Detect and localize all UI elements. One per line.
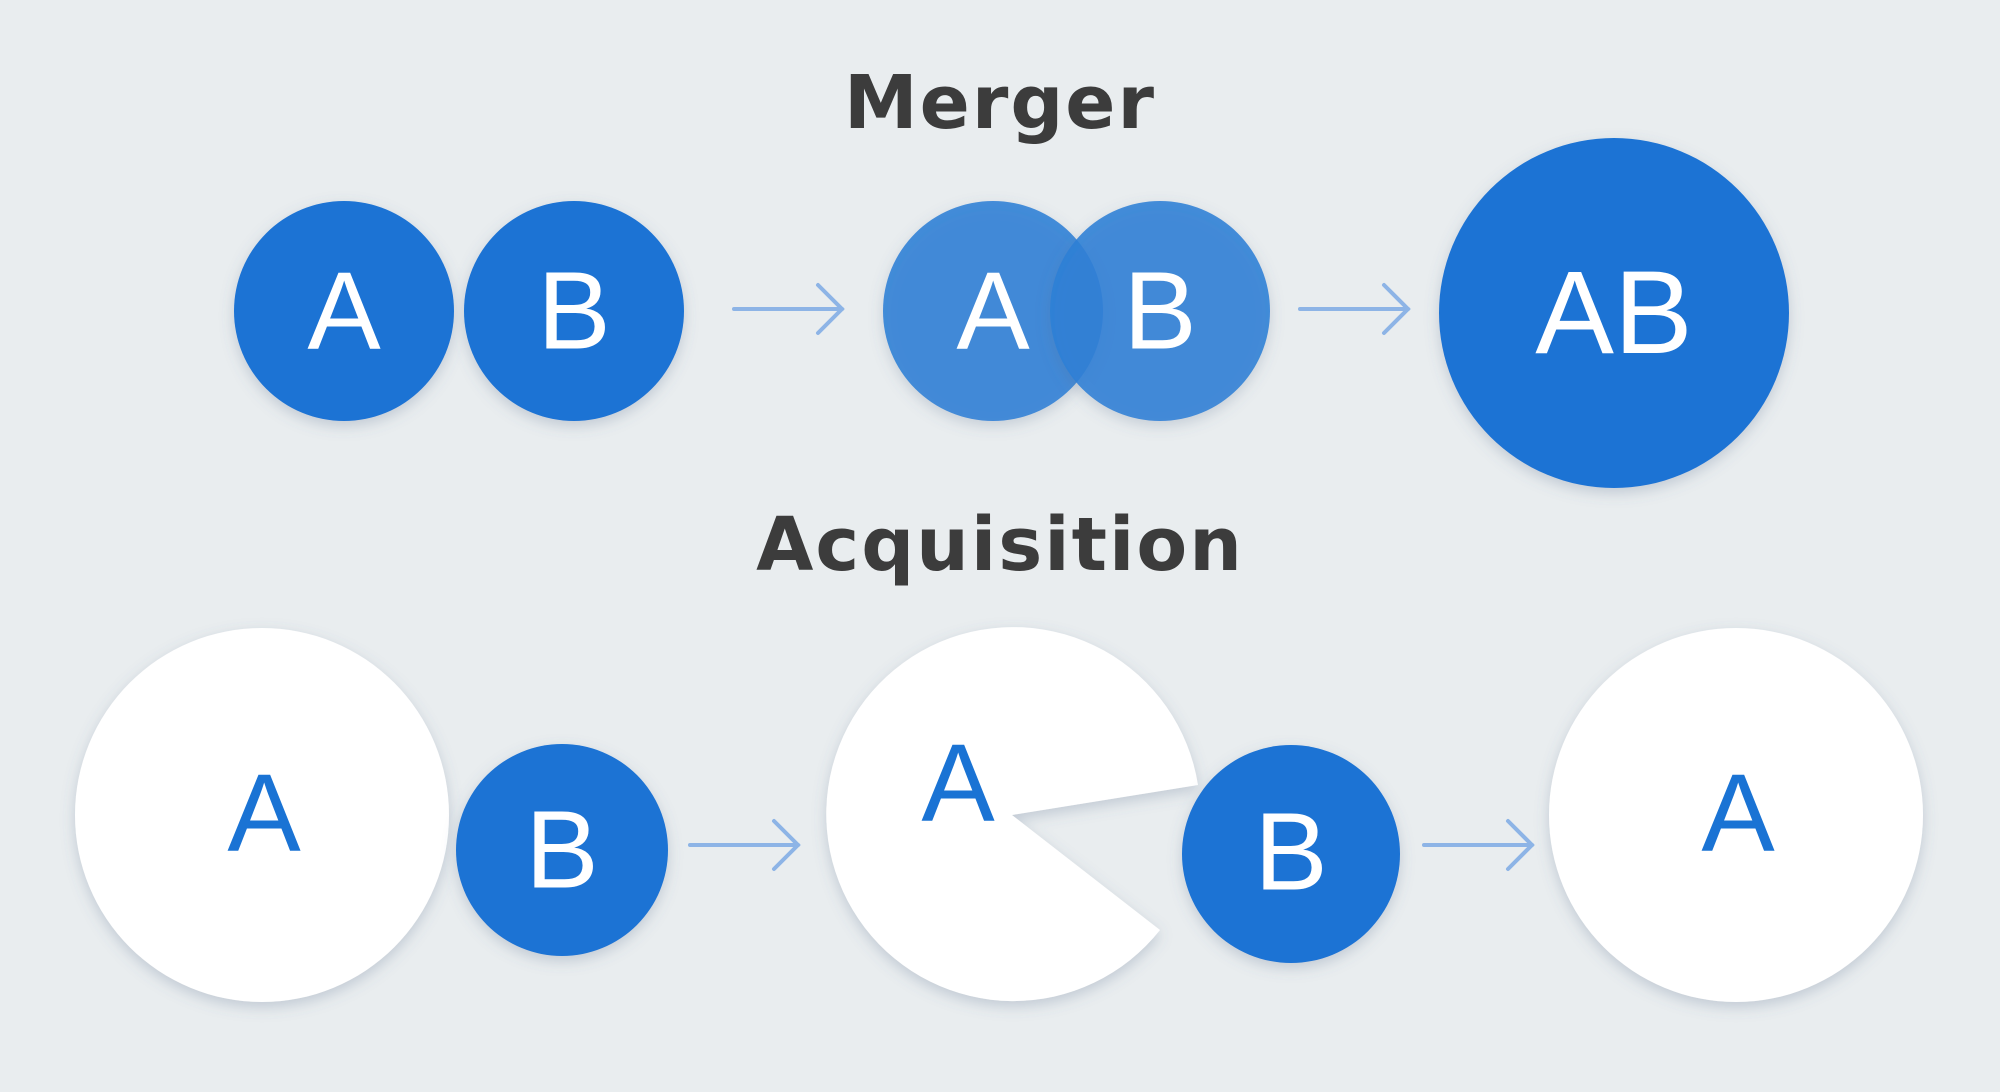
acquirer-circle — [75, 628, 449, 1002]
acquisition-step-3: A — [1549, 628, 1923, 1002]
acquirer-label: A — [921, 722, 995, 845]
target-circle — [1182, 745, 1400, 963]
merged-company-label: AB — [1535, 247, 1692, 379]
merger-step-3: AB — [1439, 138, 1789, 488]
acquirer-pacman-shape — [826, 627, 1198, 1002]
company-b-circle — [1050, 201, 1270, 421]
company-a-label: A — [307, 250, 381, 373]
right-arrow-icon — [732, 283, 845, 335]
target-label: B — [525, 789, 598, 912]
merger-step-2: A B — [883, 201, 1270, 421]
company-a-label: A — [956, 250, 1030, 373]
company-b-label: B — [537, 250, 610, 373]
acquisition-title: Acquisition — [756, 502, 1244, 588]
right-arrow-icon — [1298, 283, 1411, 335]
company-a-circle — [234, 201, 454, 421]
company-a-circle — [883, 201, 1103, 421]
acquisition-step-2: A B — [826, 627, 1400, 1002]
company-b-label: B — [1123, 250, 1196, 373]
company-b-circle — [464, 201, 684, 421]
acquirer-result-label: A — [1701, 752, 1775, 875]
merger-step-1: A B — [234, 201, 684, 421]
acquisition-step-1: A B — [75, 628, 668, 1002]
target-circle — [456, 744, 668, 956]
target-label: B — [1254, 791, 1327, 914]
merged-company-circle — [1439, 138, 1789, 488]
merger-title: Merger — [844, 60, 1156, 146]
right-arrow-icon — [1422, 819, 1535, 871]
acquirer-label: A — [227, 752, 301, 875]
right-arrow-icon — [688, 819, 801, 871]
acquirer-result-circle — [1549, 628, 1923, 1002]
